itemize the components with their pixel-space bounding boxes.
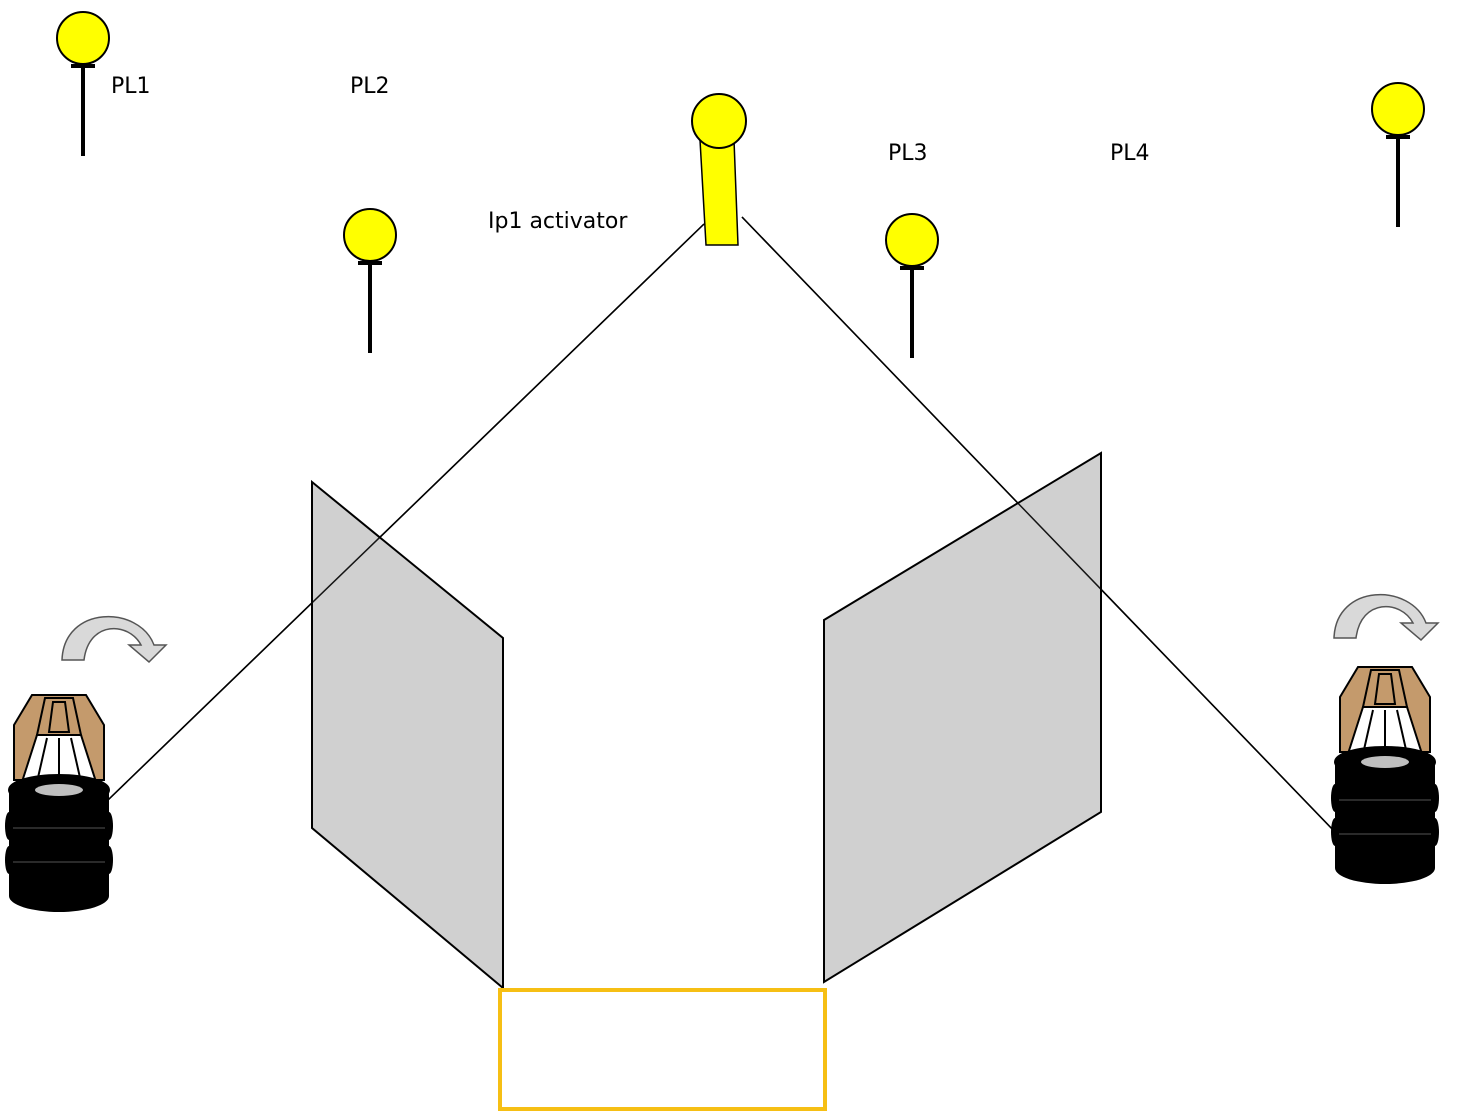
activator-label: Ip1 activator	[488, 209, 628, 234]
pole-light-icon	[884, 212, 940, 360]
rotate-arrow-icon	[61, 615, 167, 663]
target-box	[498, 988, 827, 1111]
pl3-label: PL3	[888, 141, 928, 166]
right-panel	[823, 451, 1102, 984]
pl2-label: PL2	[350, 74, 390, 99]
tire-stack-icon	[4, 694, 114, 913]
left-panel	[311, 479, 504, 991]
pole-light-icon	[1370, 81, 1426, 229]
activator-lever-icon	[691, 93, 747, 246]
pole-light-icon	[55, 10, 111, 158]
pl1-label: PL1	[111, 74, 151, 99]
rotate-arrow-icon	[1333, 593, 1439, 641]
pl4-label: PL4	[1110, 141, 1150, 166]
tire-stack-icon	[1330, 666, 1440, 885]
pole-light-icon	[342, 207, 398, 355]
